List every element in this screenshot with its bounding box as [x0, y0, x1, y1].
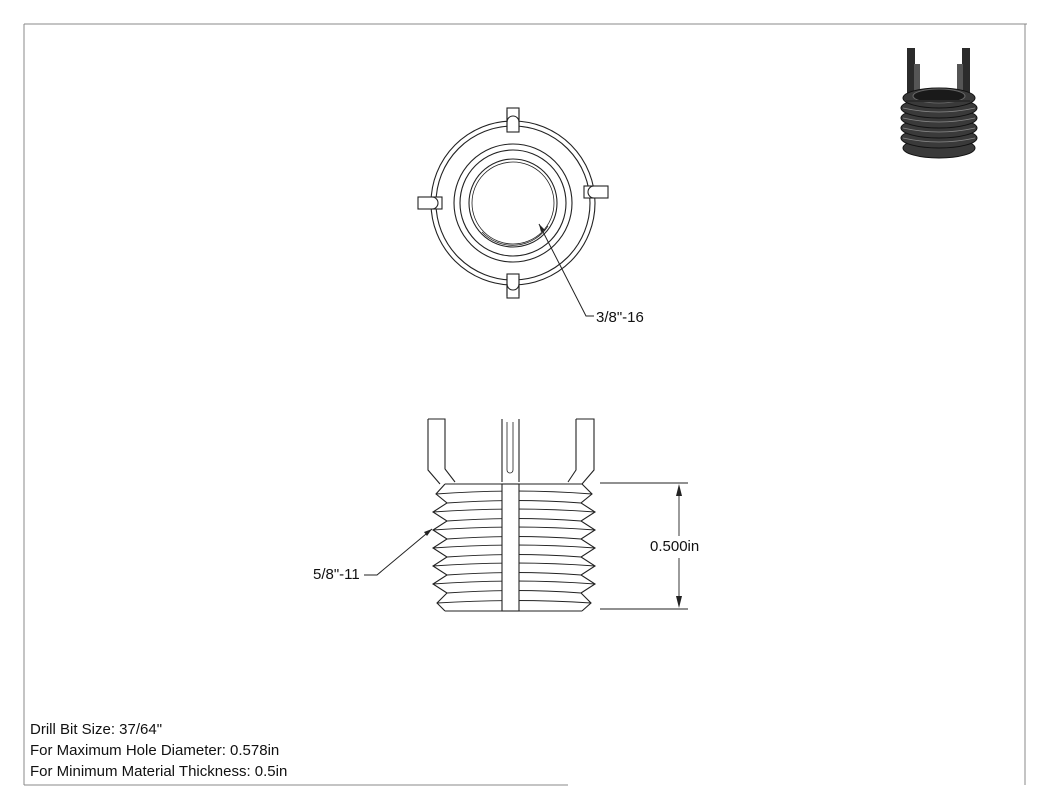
height-dimension-label: 0.500in [650, 538, 700, 555]
tang-center [501, 419, 520, 482]
top-slot-notch [506, 107, 520, 133]
sheet-border [23, 23, 1027, 786]
tang-right [567, 418, 595, 485]
side-view-thread-callout: 5/8"-11 [313, 566, 360, 583]
side-view-leader [364, 528, 433, 576]
right-slot-notch [583, 185, 609, 199]
top-view [417, 107, 609, 317]
left-slot-notch [417, 196, 443, 210]
drill-bit-note: Drill Bit Size: 37/64" [30, 721, 163, 738]
bottom-slot-notch [506, 273, 520, 299]
drawing-notes: Drill Bit Size: 37/64" For Maximum Hole … [30, 719, 287, 782]
top-view-thread-callout: 3/8"-16 [596, 309, 644, 326]
height-dimension [600, 482, 688, 610]
tang-left [427, 418, 456, 485]
max-hole-note: For Maximum Hole Diameter: 0.578in [30, 742, 280, 759]
body-slot [501, 483, 520, 612]
top-view-leader [538, 223, 594, 317]
insert-3d-thumbnail [900, 48, 978, 159]
side-view [364, 418, 688, 612]
min-thickness-note: For Minimum Material Thickness: 0.5in [30, 763, 288, 780]
